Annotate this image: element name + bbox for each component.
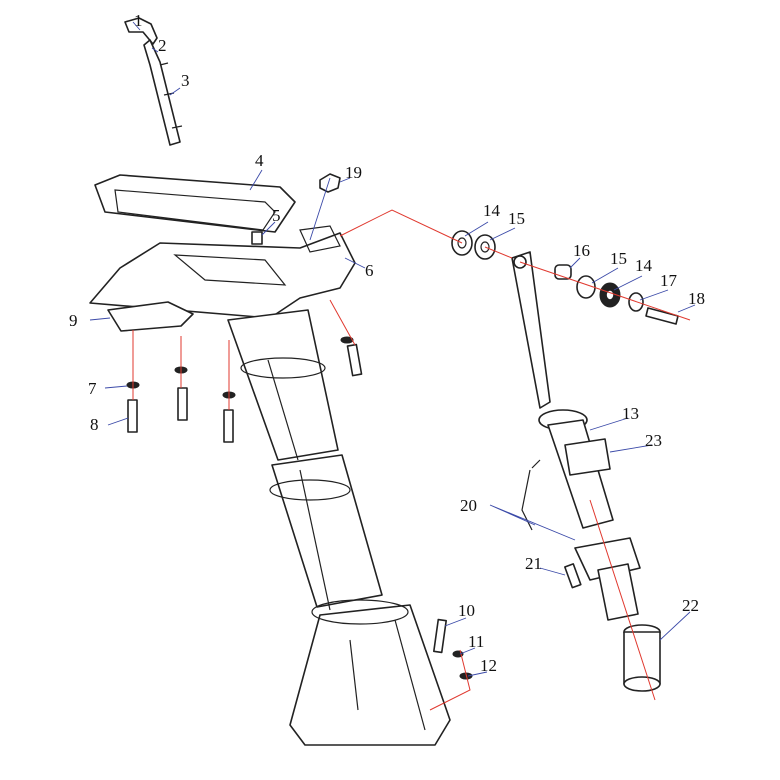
callout-13: 13 xyxy=(622,404,639,423)
callout-15: 15 xyxy=(508,209,525,228)
callout-11: 11 xyxy=(468,632,484,651)
bushing xyxy=(623,624,661,692)
callout-16: 16 xyxy=(573,241,590,260)
callout-14b: 14 xyxy=(635,256,653,275)
callout-20: 20 xyxy=(460,496,477,515)
callout-14: 14 xyxy=(483,201,501,220)
callout-5: 5 xyxy=(272,206,281,225)
callout-8: 8 xyxy=(90,415,99,434)
callout-12: 12 xyxy=(480,656,497,675)
callout-7: 7 xyxy=(88,379,97,398)
callout-18: 18 xyxy=(688,289,705,308)
callout-lines xyxy=(89,21,696,677)
leader-lines xyxy=(132,209,691,711)
gasket xyxy=(94,174,296,233)
callout-2: 2 xyxy=(158,36,167,55)
drive-shaft-housing xyxy=(227,309,451,746)
cover-plate xyxy=(107,301,194,332)
swivel-tube xyxy=(521,409,641,621)
steering-arm xyxy=(511,251,551,409)
callout-4: 4 xyxy=(255,151,264,170)
callout-9: 9 xyxy=(69,311,78,330)
callout-19: 19 xyxy=(345,163,362,182)
dowel-pin xyxy=(251,231,263,245)
callout-22: 22 xyxy=(682,596,699,615)
callout-numbers: 1 2 3 4 5 19 6 9 7 8 14 15 16 15 14 17 1… xyxy=(69,11,705,675)
callout-3: 3 xyxy=(181,71,190,90)
water-hose-assembly xyxy=(124,17,183,146)
callout-17: 17 xyxy=(660,271,678,290)
callout-23: 23 xyxy=(645,431,662,450)
callout-15b: 15 xyxy=(610,249,627,268)
callout-1: 1 xyxy=(134,11,143,30)
cap xyxy=(319,173,341,193)
callout-6: 6 xyxy=(365,261,374,280)
callout-10: 10 xyxy=(458,601,475,620)
bolts-lower xyxy=(433,618,473,680)
callout-21: 21 xyxy=(525,554,542,573)
adapter-plate xyxy=(89,225,356,319)
